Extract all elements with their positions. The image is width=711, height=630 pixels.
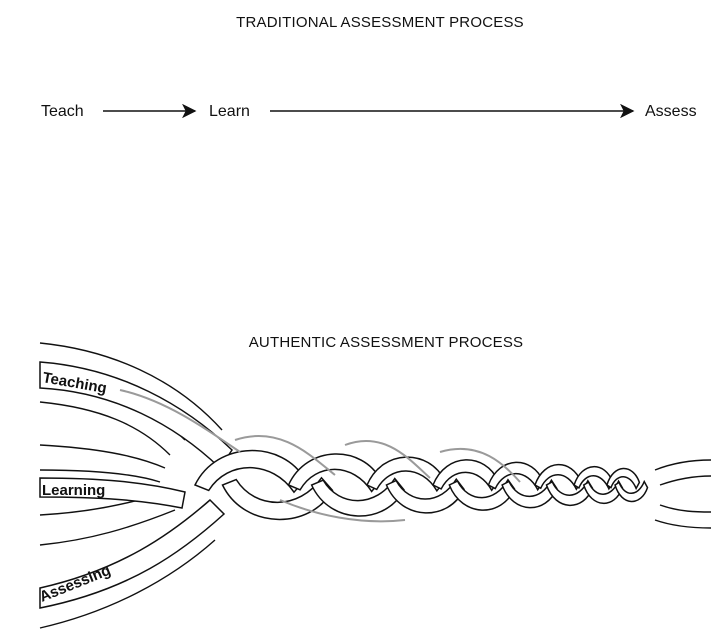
traditional-process: TRADITIONAL ASSESSMENT PROCESS Teach Lea… <box>41 14 697 120</box>
step-learn: Learn <box>209 103 250 120</box>
tail-lines <box>654 459 711 529</box>
traditional-title: TRADITIONAL ASSESSMENT PROCESS <box>236 14 524 31</box>
braid-loop-lower <box>614 479 649 503</box>
braid-loop-upper <box>287 453 382 493</box>
strand-label-learning: Learning <box>42 482 105 499</box>
step-teach: Teach <box>41 103 84 120</box>
braid-loop-upper <box>606 467 641 491</box>
step-assess: Assess <box>645 103 697 120</box>
braid-loop-lower <box>310 477 405 517</box>
strand-bands <box>39 361 233 609</box>
braid-shading <box>119 389 521 523</box>
authentic-process: AUTHENTIC ASSESSMENT PROCESS <box>37 334 711 629</box>
braid <box>193 449 649 521</box>
authentic-title: AUTHENTIC ASSESSMENT PROCESS <box>249 334 524 351</box>
